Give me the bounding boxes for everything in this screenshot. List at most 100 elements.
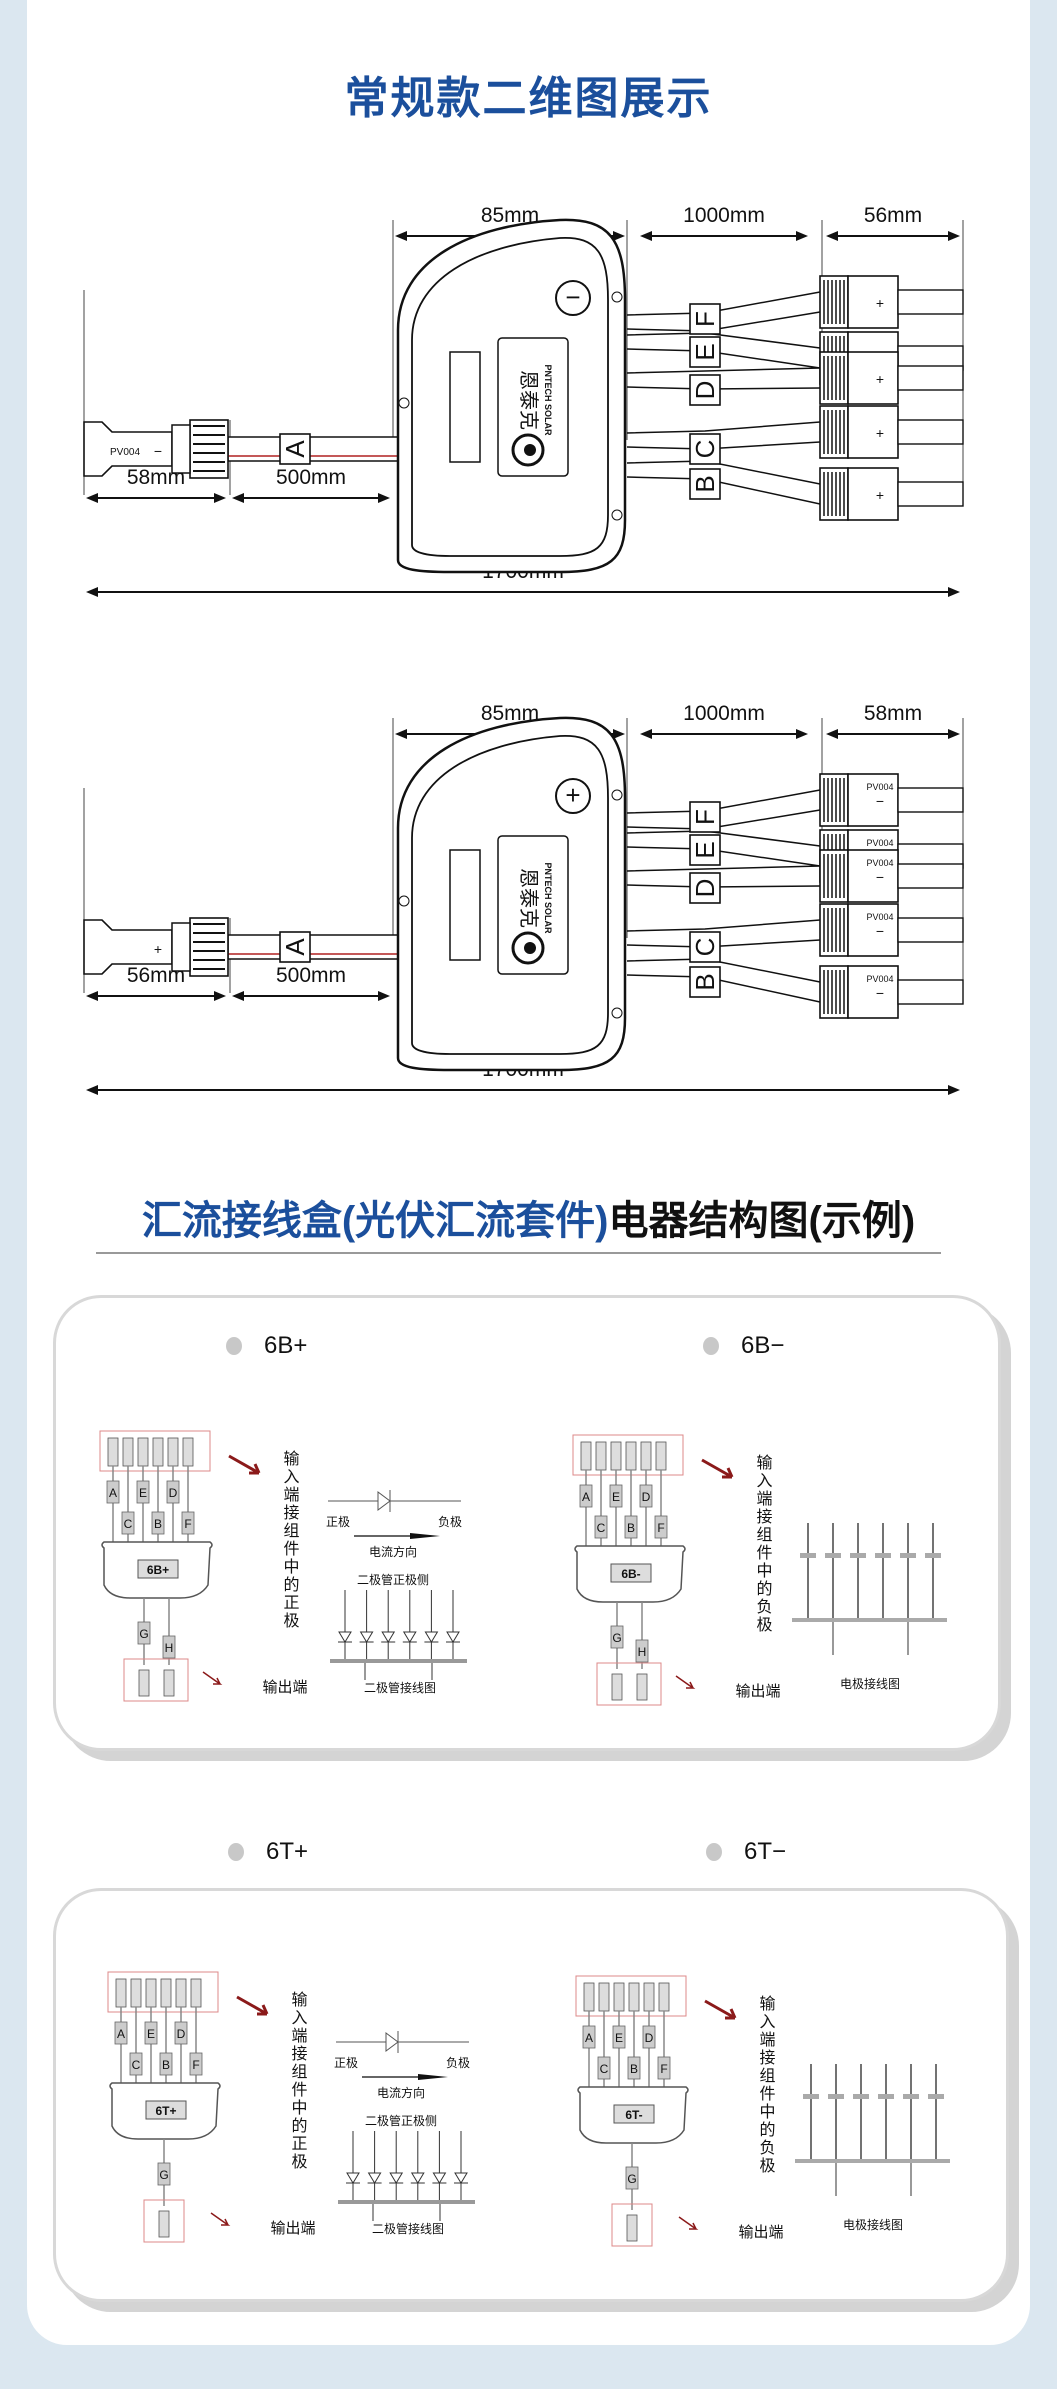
diode-symbol-icon (410, 2172, 425, 2184)
cable-label-text: D (690, 381, 720, 400)
arrow-right-icon (613, 729, 625, 739)
bus-bar (338, 2200, 475, 2204)
cable-label: B (689, 966, 721, 998)
cable-label: E (689, 834, 721, 866)
cable-label-box (279, 931, 311, 963)
electrode-block (925, 1553, 941, 1558)
cable-tag-text: G (159, 2168, 168, 2182)
input-connector (152, 1437, 164, 1467)
cable-tag-text: G (612, 1631, 621, 1645)
electrode-block (850, 1553, 866, 1558)
output-highlight-box (143, 2199, 185, 2243)
connector-nut (189, 917, 229, 977)
bus-bar (330, 1659, 467, 1663)
cable-tag-text: B (162, 2058, 170, 2072)
negative-label: 负极 (446, 2056, 470, 2070)
cable-tag (582, 2025, 596, 2049)
output-highlight-box (596, 1662, 662, 1706)
input-connector (107, 1437, 119, 1467)
connector-tail (897, 365, 964, 391)
dim-right-connector: 56mm (826, 204, 960, 241)
mount-hole-icon (611, 291, 623, 303)
diode-symbol-icon (424, 1631, 439, 1643)
arrow-right-icon (948, 1085, 960, 1095)
polarity-symbol: + (565, 780, 580, 810)
output-connector (158, 2210, 170, 2238)
connector-body (847, 965, 899, 1019)
cable-label-text: B (690, 973, 720, 990)
cable-tag-text: B (630, 2062, 638, 2076)
electrode-block (853, 2094, 869, 2099)
connector-model-text: PV004 (866, 782, 893, 792)
cable-tag-text: H (638, 1645, 647, 1659)
bullet-label: 6T+ (266, 1838, 309, 1865)
electrode-caption: 电极接线图 (840, 1676, 900, 1691)
cable-tag (639, 1484, 653, 1508)
diode-symbol-icon (385, 2032, 399, 2052)
arrow-left-icon (86, 493, 98, 503)
bullet-6b-plus: 6B+ (226, 1332, 307, 1360)
input-highlight-box (572, 1434, 684, 1476)
page-title: 常规款二维图展示 (344, 74, 713, 123)
schematic-card-6b (53, 1295, 1001, 1751)
input-note: 输入端接组件中的正极 (289, 1991, 308, 2171)
dimension-label: 500mm (276, 466, 346, 489)
connector-collar (171, 922, 191, 972)
cable-tag-text: D (645, 2031, 654, 2045)
cable-tag (654, 1515, 668, 1539)
arrow-right-icon (613, 231, 625, 241)
connector-polarity-sign: − (876, 869, 884, 885)
logo-en-text: PNTECH SOLAR (543, 862, 553, 934)
cable-label-text: A (280, 440, 310, 458)
cable-label-text: E (690, 841, 720, 858)
cable-tag (610, 1625, 624, 1649)
schematic-4: ACEBDF6T-G输入端接组件中的负极输出端电极接线图 (575, 1975, 950, 2247)
arrow-left-icon (395, 729, 407, 739)
arrow-right-icon (948, 729, 960, 739)
connector-tail (897, 917, 964, 943)
connector-polarity-sign: + (876, 371, 884, 387)
input-highlight-box (107, 1971, 219, 2013)
cable-label-text: E (690, 343, 720, 360)
output-connector (138, 1669, 150, 1697)
red-arrow-icon (704, 1999, 737, 2020)
cable-tag (174, 2021, 188, 2045)
input-connector (610, 1441, 622, 1471)
diode-symbol-icon (446, 1631, 460, 1643)
cable-tag-text: D (169, 1486, 178, 1500)
cable-tag-text: C (132, 2058, 141, 2072)
box-label: 6B+ (147, 1563, 169, 1577)
output-highlight-box (611, 2203, 653, 2247)
section-title: 汇流接线盒(光伏汇流套件)电器结构图(示例) (0, 1188, 1057, 1246)
connector-body (847, 405, 899, 459)
bullet-6t-minus: 6T− (706, 1838, 786, 1866)
arrow-left-icon (86, 587, 98, 597)
logo-cn-text: 恩泰克 (517, 370, 540, 430)
cable-tag (189, 2052, 203, 2076)
cable-tag-text: F (192, 2058, 199, 2072)
cable-tag (159, 2052, 173, 2076)
section-divider (96, 1252, 941, 1254)
electrode-block (875, 1553, 891, 1558)
connector-model-text: PV004 (110, 447, 140, 458)
cable-label: D (689, 374, 721, 406)
output-note: 输出端 (262, 1679, 307, 1696)
electrode-block (800, 1553, 816, 1558)
red-arrow-small-icon (210, 2212, 231, 2226)
input-connector (598, 1982, 610, 2012)
current-direction-label: 电流方向 (377, 2085, 425, 2100)
arrow-left-icon (640, 231, 652, 241)
output-connector (611, 1673, 623, 1701)
main-cable (227, 436, 399, 462)
cable-tag (579, 1484, 593, 1508)
bullet-6b-minus: 6B− (703, 1332, 784, 1360)
cable-label-box (689, 374, 721, 406)
diode-symbol-icon (338, 1631, 352, 1643)
arrow-right-icon (378, 493, 390, 503)
schematic-1: ACEBDF6B+GH输入端接组件中的正极输出端正极负极电流方向二极管正极侧二极… (99, 1430, 467, 1702)
cable-tag-text: D (642, 1490, 651, 1504)
cable-tag (181, 1511, 195, 1535)
electrode-block (825, 1553, 841, 1558)
cable-label: F (689, 303, 721, 335)
